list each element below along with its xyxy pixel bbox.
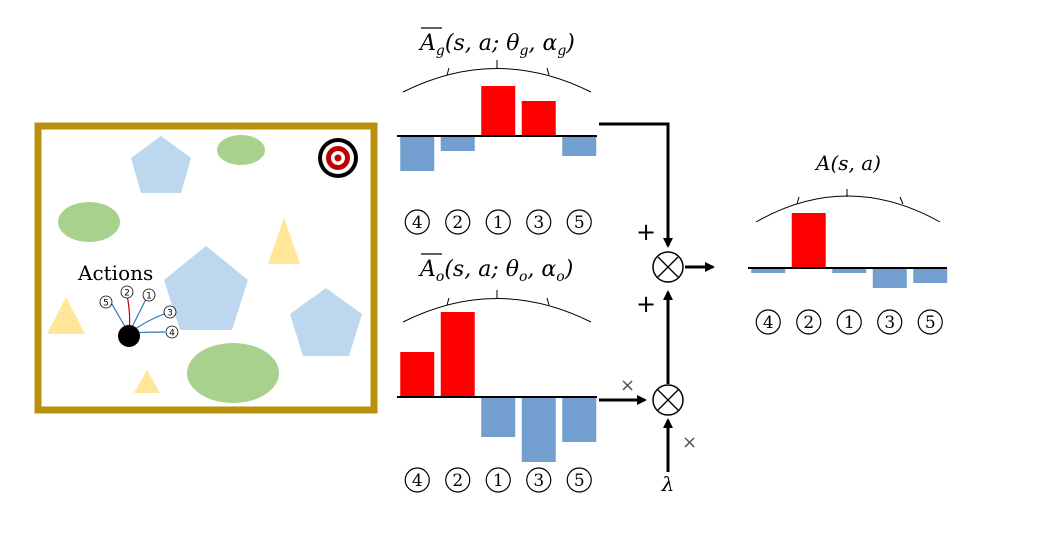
result-chart-categories: 4 2 1 3 5 xyxy=(755,309,943,335)
environment-panel: Actions 5 2 1 3 4 xyxy=(34,122,378,414)
category-label: 3 xyxy=(533,471,544,491)
category-label: 4 xyxy=(412,213,423,233)
obstacle-advantage-chart: Ao(s, a; θo, αo) 4 2 1 3 5 xyxy=(397,253,597,493)
plus-sign: + xyxy=(636,290,656,318)
bar-2 xyxy=(791,213,826,268)
action-number-badges: 5 2 1 3 4 xyxy=(99,285,179,339)
category-label: 4 xyxy=(763,313,774,333)
obstacle-ellipse xyxy=(187,343,279,403)
times-sign: × xyxy=(682,432,697,453)
obstacle-triangle xyxy=(268,218,300,264)
obstacle-pentagon xyxy=(131,136,191,193)
category-badge xyxy=(445,467,471,493)
action-number: 5 xyxy=(103,299,109,309)
goal-chart-categories: 4 2 1 3 5 xyxy=(404,209,592,235)
bar-2 xyxy=(440,312,475,397)
product-operator-icon xyxy=(652,384,684,416)
category-badge xyxy=(485,209,511,235)
bar-5 xyxy=(562,397,597,442)
category-label: 3 xyxy=(884,313,895,333)
category-badge xyxy=(485,467,511,493)
bar-5 xyxy=(913,268,948,283)
lambda-symbol: λ xyxy=(661,472,675,496)
action-number: 3 xyxy=(167,309,173,319)
category-badge xyxy=(526,209,552,235)
category-badge xyxy=(566,467,592,493)
category-badge xyxy=(755,309,781,335)
action-number: 4 xyxy=(169,329,175,339)
times-sign: × xyxy=(620,375,635,396)
result-chart-label: A(s, a) xyxy=(814,151,881,175)
arc-tick xyxy=(446,67,450,76)
obstacle-ellipse xyxy=(58,202,120,242)
category-label: 2 xyxy=(452,471,463,491)
goal-chart-label: Ag(s, a; θg, αg) xyxy=(418,31,575,59)
arc-tick xyxy=(796,196,800,205)
obstacle-chart-arc xyxy=(402,298,592,323)
result-chart-bars xyxy=(751,213,948,288)
obstacle-triangle xyxy=(47,297,85,334)
goal-chart-bars xyxy=(400,86,597,171)
category-badge xyxy=(566,209,592,235)
bar-3 xyxy=(872,268,907,288)
category-badge xyxy=(796,309,822,335)
bar-5 xyxy=(562,136,597,156)
sum-operator-icon xyxy=(652,251,684,283)
obstacle-pentagon xyxy=(290,288,362,356)
category-label: 3 xyxy=(533,213,544,233)
action-number: 1 xyxy=(146,292,152,302)
target-icon xyxy=(318,138,358,178)
agent-icon xyxy=(118,325,140,347)
category-badge xyxy=(836,309,862,335)
arc-tick xyxy=(446,297,450,306)
bar-1 xyxy=(481,397,516,437)
arc-tick xyxy=(899,196,904,205)
bar-4 xyxy=(400,136,435,171)
obstacle-chart-label: Ao(s, a; θo, αo) xyxy=(418,257,573,285)
connectors: + + × × λ xyxy=(599,122,715,496)
category-badge xyxy=(445,209,471,235)
goal-advantage-chart: Ag(s, a; θg, αg) 4 2 1 3 5 xyxy=(397,27,597,235)
plus-sign: + xyxy=(636,218,656,246)
obstacle-ellipse xyxy=(217,135,265,165)
category-badge xyxy=(917,309,943,335)
obstacle-pentagon xyxy=(164,246,248,330)
bar-1 xyxy=(481,86,516,136)
category-label: 2 xyxy=(452,213,463,233)
bar-3 xyxy=(521,101,556,136)
category-label: 1 xyxy=(493,471,504,491)
category-label: 1 xyxy=(844,313,855,333)
goal-to-sum-arrow xyxy=(599,122,673,248)
category-label: 5 xyxy=(574,213,585,233)
arc-tick xyxy=(546,297,550,306)
bar-1 xyxy=(832,268,867,273)
result-advantage-chart: A(s, a) 4 2 1 3 5 xyxy=(748,151,948,335)
obstacle-chart-categories: 4 2 1 3 5 xyxy=(404,467,592,493)
bar-4 xyxy=(751,268,786,273)
category-label: 4 xyxy=(412,471,423,491)
category-badge xyxy=(404,467,430,493)
category-badge xyxy=(404,209,430,235)
category-label: 5 xyxy=(574,471,585,491)
obstacle-chart-bars xyxy=(400,312,597,462)
bar-4 xyxy=(400,352,435,397)
result-chart-arc xyxy=(755,195,941,223)
bar-3 xyxy=(521,397,556,462)
arc-tick xyxy=(546,67,550,76)
category-label: 1 xyxy=(493,213,504,233)
actions-label: Actions xyxy=(77,261,153,285)
goal-chart-arc xyxy=(402,68,592,93)
obstacle-triangle xyxy=(134,370,160,393)
category-label: 5 xyxy=(925,313,936,333)
action-number: 2 xyxy=(124,289,130,299)
category-label: 2 xyxy=(803,313,814,333)
bar-2 xyxy=(440,136,475,151)
category-badge xyxy=(877,309,903,335)
category-badge xyxy=(526,467,552,493)
